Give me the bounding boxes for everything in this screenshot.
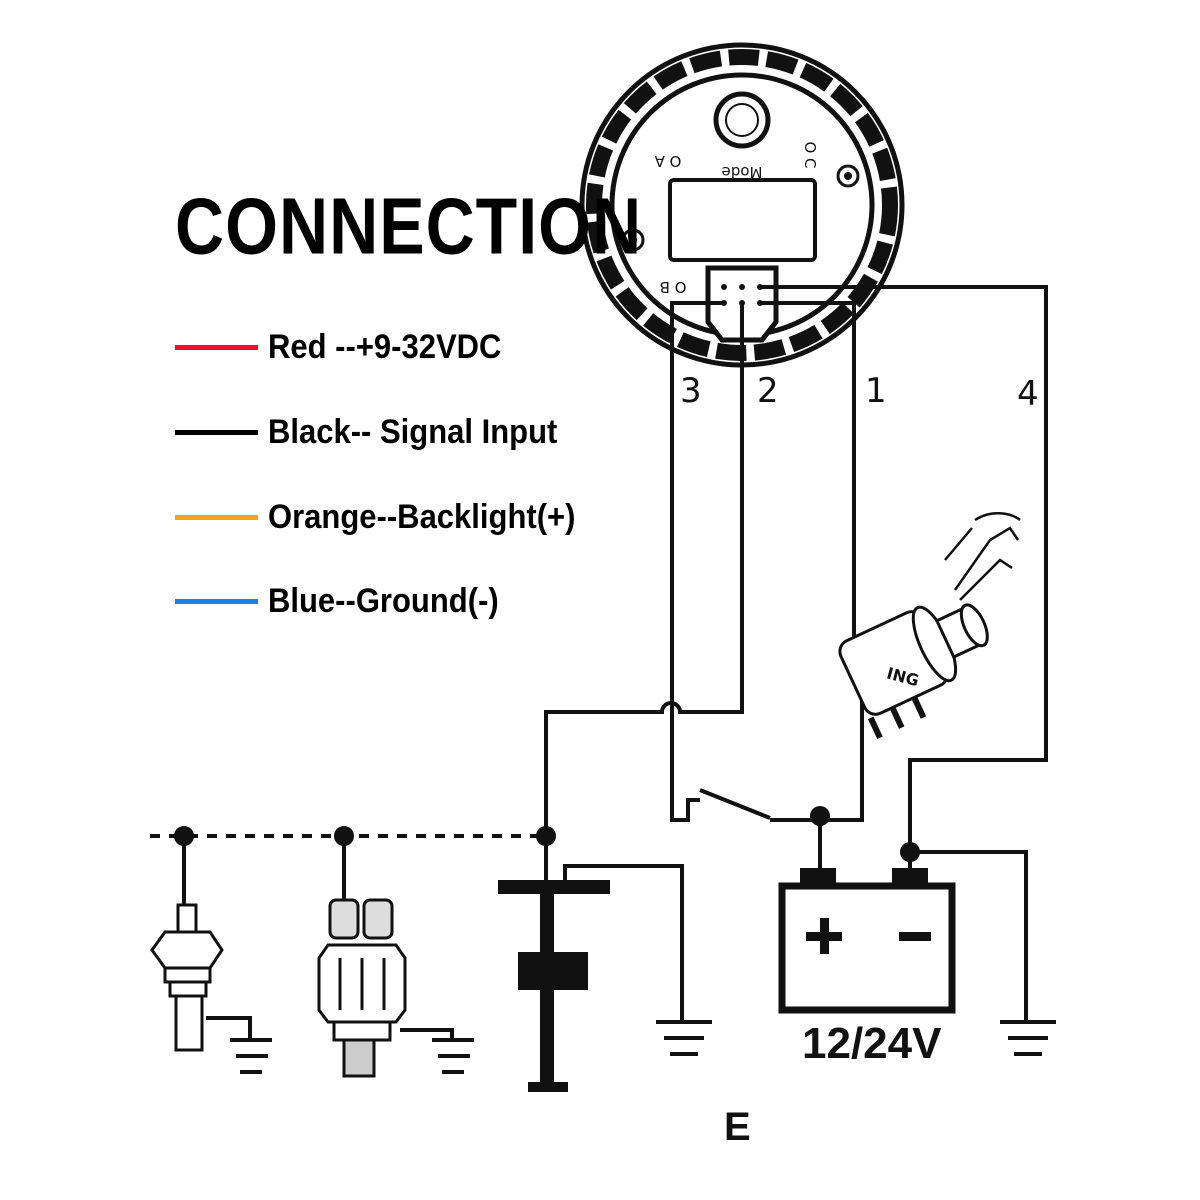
legend-label: Red --+9-32VDC <box>268 326 502 367</box>
mode-button[interactable] <box>713 91 771 149</box>
wire-1 <box>762 301 856 640</box>
legend-item-blue: Blue--Ground(-) <box>175 581 499 621</box>
junctions <box>174 806 920 862</box>
wire-number-3: 3 <box>680 371 702 411</box>
wire-1-lower <box>770 700 864 822</box>
battery-voltage: 12/24V <box>802 1019 942 1068</box>
sender-ground-lead <box>563 864 684 1020</box>
battery-icon <box>778 868 956 1014</box>
battery-plus-horizontal <box>806 932 842 941</box>
ground-icon <box>656 1020 712 1056</box>
legend-item-orange: Orange--Backlight(+) <box>175 497 575 537</box>
fuel-sender-icon <box>498 880 610 1092</box>
legend-item-black: Black-- Signal Input <box>175 412 557 452</box>
ground-icon <box>230 1038 272 1074</box>
junction-dot <box>810 806 830 826</box>
junction-dot <box>536 826 556 846</box>
wire-number-2: 2 <box>757 371 779 411</box>
pressure-sensor-icon <box>317 898 407 1078</box>
button-b-label: O B <box>660 278 687 296</box>
screw-icon <box>621 228 645 252</box>
wire-4 <box>762 285 1048 850</box>
ground-icon <box>432 1038 474 1074</box>
junction-dot <box>334 826 354 846</box>
temperature-sensor-icon <box>150 903 224 1052</box>
legend-swatch <box>175 514 258 520</box>
switch-lever <box>699 788 771 820</box>
wire-3 <box>670 301 724 822</box>
legend-swatch <box>175 598 258 604</box>
temp-ground-lead <box>206 1016 252 1040</box>
ground-label: E <box>724 1105 751 1149</box>
battery-positive-lead <box>770 818 822 872</box>
screw-icon <box>836 164 860 188</box>
junction-dot <box>900 842 920 862</box>
legend-item-red: Red --+9-32VDC <box>175 327 501 367</box>
pressure-ground-lead <box>400 1028 454 1040</box>
gauge: Mode O A O C O B <box>579 42 905 368</box>
legend-swatch <box>175 429 258 435</box>
legend-label: Orange--Backlight(+) <box>268 496 576 537</box>
wire-number-1: 1 <box>865 371 887 411</box>
ignition-switch-icon: ING <box>838 603 989 740</box>
page-title: CONNECTION <box>175 181 643 271</box>
button-a-label: O A <box>654 152 682 170</box>
legend-label: Blue--Ground(-) <box>268 580 499 621</box>
battery-ground-lead <box>910 850 1028 1020</box>
legend-swatch <box>175 344 258 350</box>
button-c-label: O C <box>801 141 819 168</box>
wire-2 <box>544 303 744 832</box>
wire-number-4: 4 <box>1017 374 1039 414</box>
battery-minus <box>899 932 931 941</box>
ground-icon <box>1000 1020 1056 1056</box>
legend-label: Black-- Signal Input <box>268 411 558 452</box>
hand-with-key-icon <box>944 512 1021 601</box>
mode-label: Mode <box>722 163 763 181</box>
junction-dot <box>174 826 194 846</box>
gauge-display <box>668 178 817 262</box>
